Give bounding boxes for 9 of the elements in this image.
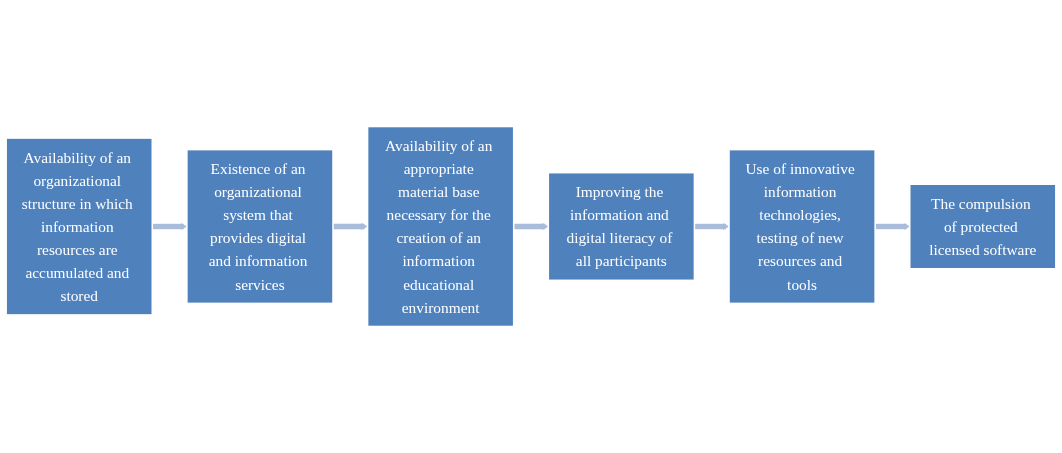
arrow: [694, 223, 730, 230]
node-box: Availability of an organizational structure in which information resources are accumulated and stored: [5, 137, 154, 316]
node-box: Availability of an appropriate material base necessary for the creation of an information educational environment: [366, 125, 515, 328]
node-box: The compulsion of protected licensed software: [908, 183, 1057, 270]
node-box: Existence of an organizational system that provides digital and information services: [186, 148, 334, 305]
arrow: [333, 223, 368, 230]
arrow: [513, 223, 549, 230]
node-box: Improving the information and digital literacy of all participants: [547, 171, 696, 282]
node-box: Use of innovative information technologies, testing of new resources and tools: [728, 148, 876, 305]
